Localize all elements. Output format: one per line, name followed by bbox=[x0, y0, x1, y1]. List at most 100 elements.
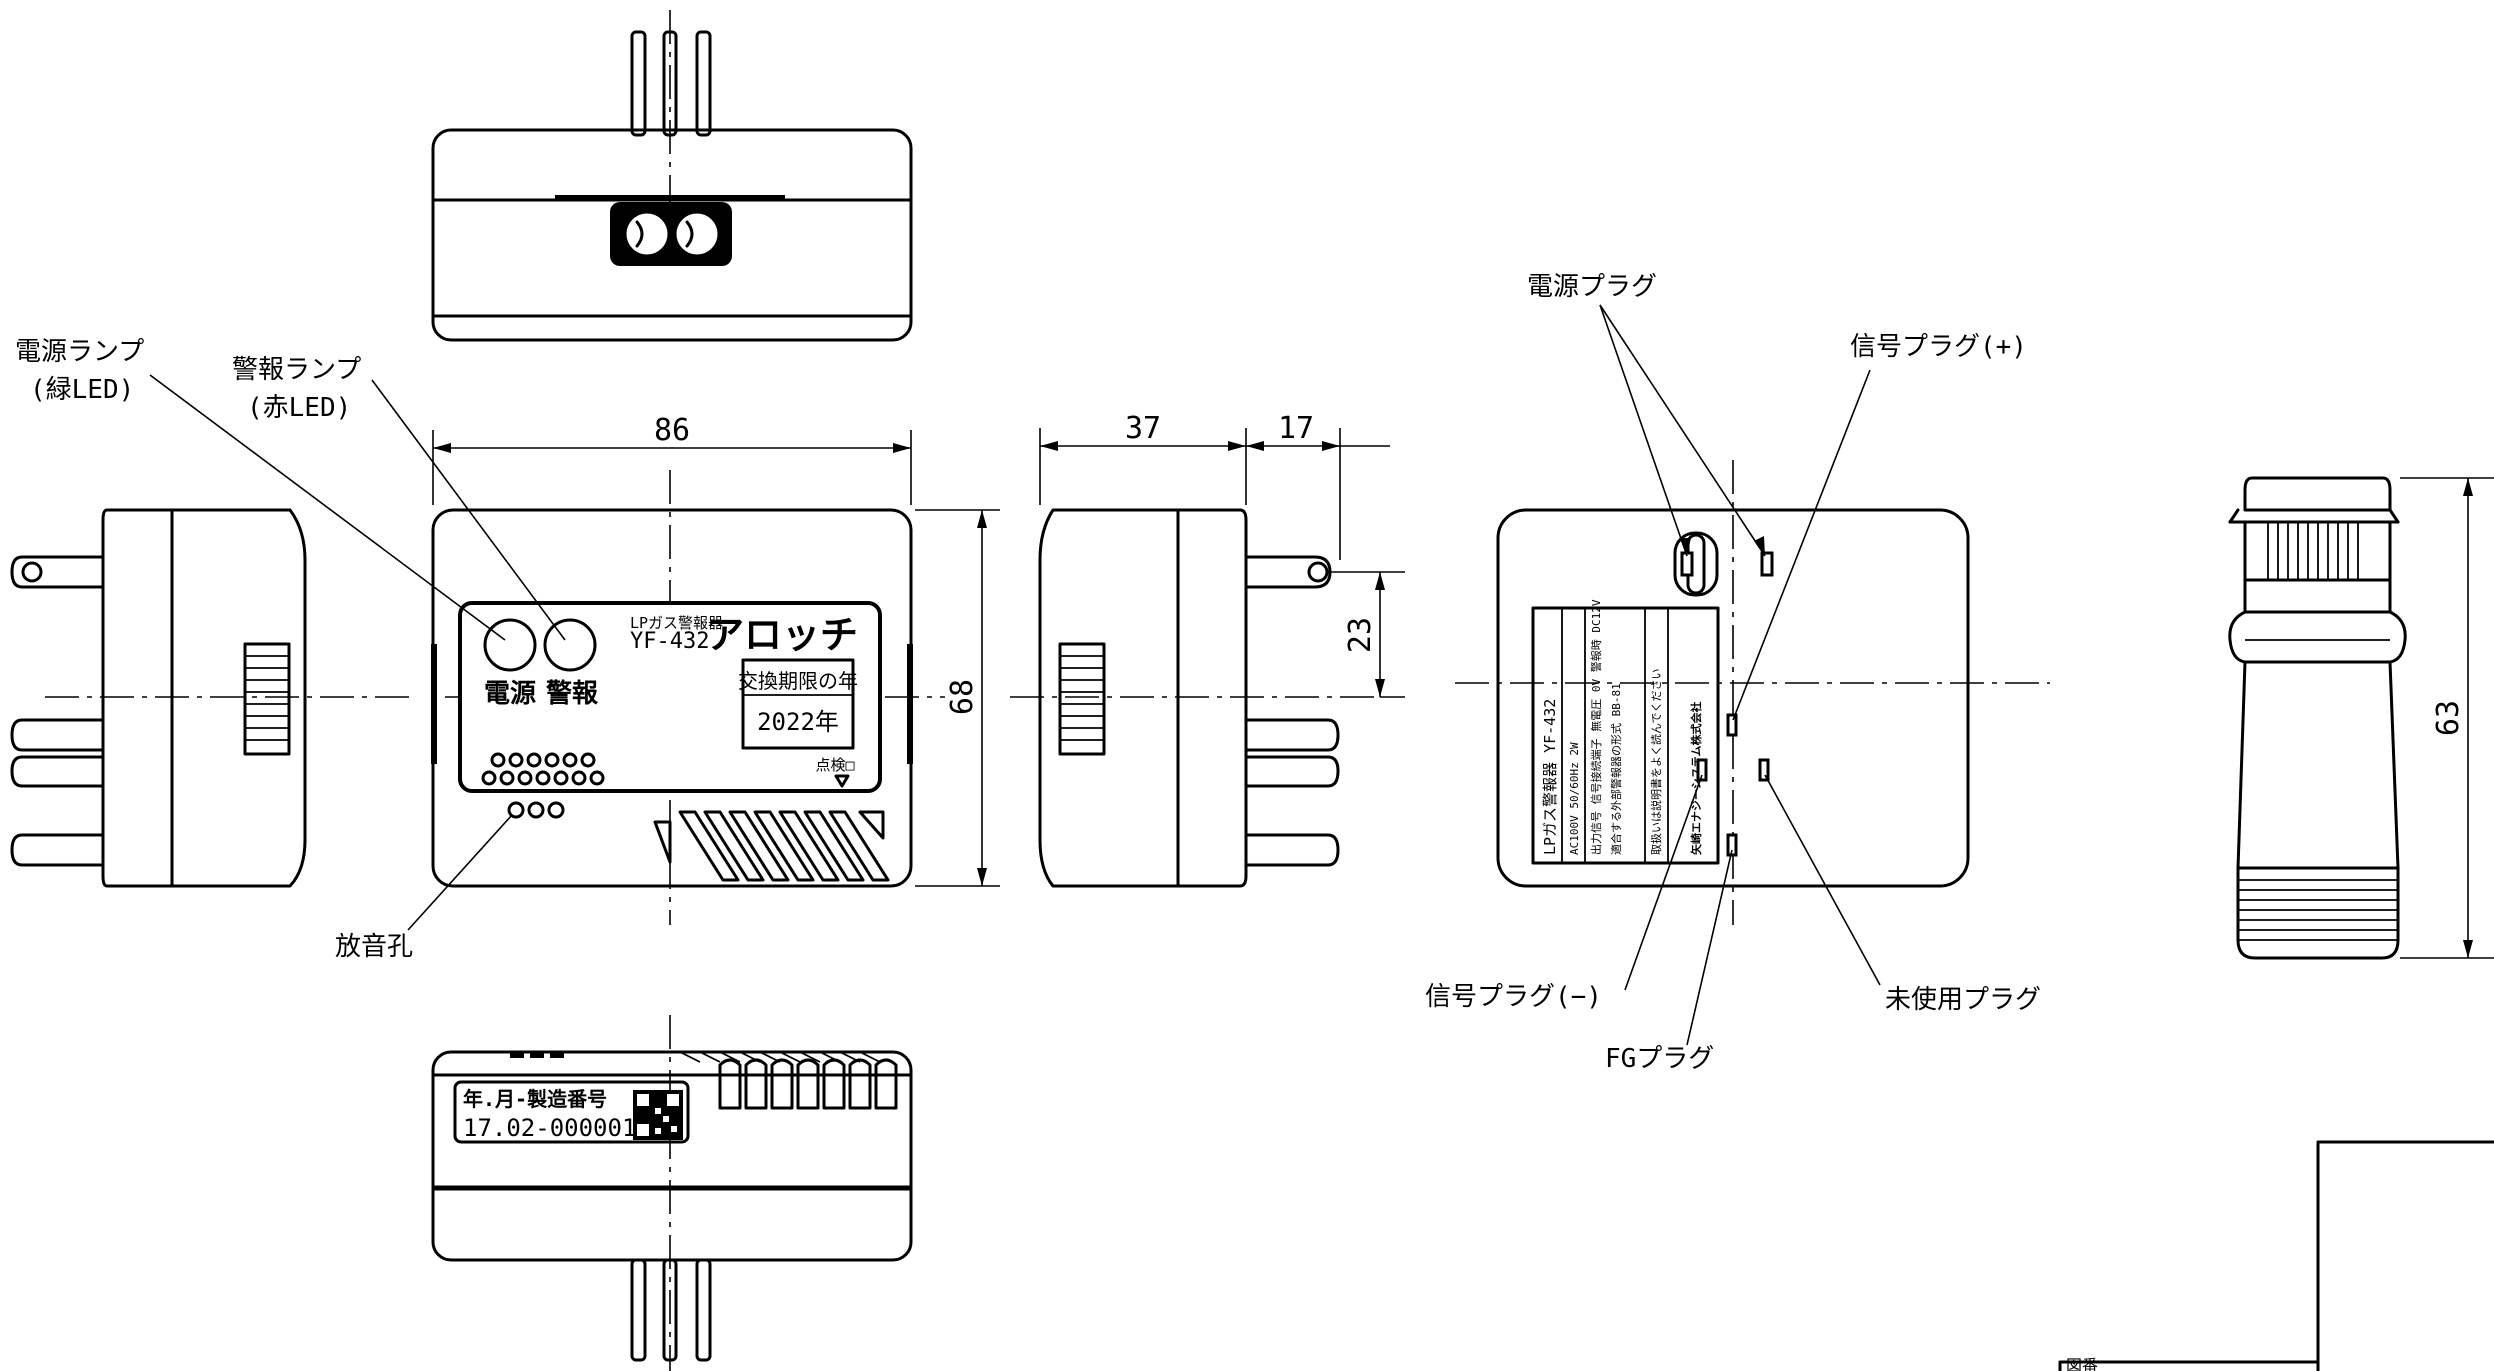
right-view-vent-block bbox=[1058, 642, 1106, 756]
bottom-plug-pin-right bbox=[695, 1258, 712, 1362]
rear-label-line6: 矢崎エナジーシステム株式会社 bbox=[1689, 702, 1703, 855]
power-plug-arrows bbox=[1680, 536, 1765, 556]
power-plug-left bbox=[1680, 551, 1694, 577]
left-view-pin-top bbox=[10, 555, 105, 589]
fg-plug bbox=[1726, 833, 1738, 857]
right-view-pin-mid-upper bbox=[1244, 718, 1340, 752]
right-view-pin-bottom bbox=[1244, 833, 1340, 867]
power-led-text: 電源 bbox=[484, 679, 536, 709]
front-panel bbox=[458, 601, 882, 793]
signal-plus-leader bbox=[1732, 369, 1871, 721]
alarm-led bbox=[543, 618, 597, 672]
manufacture-label-title: 年.月-製造番号 bbox=[463, 1087, 607, 1111]
unused-plug-label: 未使用プラグ bbox=[1885, 985, 2041, 1015]
plug-profile-view: 63 bbox=[2228, 476, 2494, 960]
front-view-edge-right bbox=[907, 644, 913, 764]
power-plug-right bbox=[1760, 551, 1774, 577]
sound-hole-leader bbox=[407, 814, 513, 931]
brand-logo: アロッチ bbox=[706, 613, 858, 657]
fg-plug-label: FGプラグ bbox=[1605, 1044, 1714, 1074]
dim-17-text: 17 bbox=[1278, 411, 1314, 446]
right-view-pin-top bbox=[1244, 555, 1332, 589]
rear-view-body bbox=[1496, 508, 1970, 888]
right-view-plug-base bbox=[1176, 508, 1248, 888]
expiry-box bbox=[741, 658, 855, 750]
title-block-frame bbox=[2316, 1140, 2494, 1371]
rear-view: LPガス警報器 YF-432 AC100V 50/60Hz 2W 出力信号 信号… bbox=[1455, 460, 2050, 925]
unused-plug bbox=[1758, 758, 1770, 782]
power-led bbox=[483, 618, 537, 672]
side-dimensions: 37 17 23 bbox=[1039, 411, 1405, 698]
top-plug-pin-left bbox=[630, 30, 647, 137]
signal-plug-plus bbox=[1726, 713, 1738, 737]
right-view-body bbox=[1038, 508, 1180, 888]
alarm-lamp-leader bbox=[371, 379, 566, 641]
rear-callouts: 電源プラグ 信号プラグ(+) 信号プラグ(−) FGプラグ 未使用プラグ bbox=[1425, 272, 2041, 1074]
front-product-line: LPガス警報器 bbox=[630, 614, 723, 632]
front-callouts: 電源ランプ (緑LED) 警報ランプ (赤LED) 放音孔 bbox=[15, 337, 566, 962]
right-view-pin-hole bbox=[1307, 561, 1329, 583]
rear-label-line5: 取扱いは説明書をよく読んでください bbox=[1649, 669, 1663, 855]
front-dimensions: 86 68 bbox=[432, 413, 1000, 887]
dim-63-text: 63 bbox=[2431, 700, 2466, 736]
front-view-edge-left bbox=[431, 644, 437, 764]
title-block-heading: 図番 bbox=[2066, 1356, 2098, 1371]
sound-hole-label: 放音孔 bbox=[335, 932, 413, 962]
dim-23-text: 23 bbox=[1343, 617, 1378, 653]
check-triangle bbox=[834, 774, 850, 788]
signal-plug-minus bbox=[1696, 758, 1708, 782]
rear-label-line2: AC100V 50/60Hz 2W bbox=[1568, 742, 1581, 855]
front-panel-vent-holes bbox=[481, 752, 605, 786]
left-view-vent-lines bbox=[245, 655, 289, 741]
top-plug-pin-right bbox=[695, 30, 712, 137]
left-view-pin-bottom bbox=[10, 833, 105, 867]
profile-neck bbox=[2243, 578, 2392, 614]
alarm-lamp-sublabel: (赤LED) bbox=[247, 393, 351, 423]
fg-plug-leader bbox=[1686, 849, 1733, 1046]
signal-plus-label: 信号プラグ(+) bbox=[1850, 332, 2027, 362]
left-view-plug-base bbox=[101, 508, 174, 888]
title-block: 図番 bbox=[2058, 1140, 2494, 1371]
top-view-body bbox=[431, 128, 913, 342]
profile-grip-lines bbox=[2267, 522, 2359, 580]
bottom-view: 年.月-製造番号 17.02-000001 bbox=[431, 1015, 913, 1371]
dim-37-text: 37 bbox=[1125, 411, 1161, 446]
left-view-pin-mid-lower bbox=[10, 755, 105, 788]
power-lamp-leader bbox=[149, 374, 506, 641]
power-plug-leader-right bbox=[1599, 304, 1766, 557]
profile-thread-section bbox=[2236, 866, 2400, 960]
top-view-connector-hole-right bbox=[673, 210, 721, 258]
expiry-year: 2022年 bbox=[757, 708, 839, 736]
check-text: 点検□ bbox=[815, 756, 854, 774]
title-block-cell bbox=[2058, 1360, 2320, 1371]
signal-minus-label: 信号プラグ(−) bbox=[1425, 982, 1602, 1012]
front-vent-slots bbox=[653, 810, 890, 882]
rear-view-label-dividers bbox=[1561, 608, 1669, 863]
top-plug-pin-center bbox=[662, 30, 678, 137]
alarm-lamp-label: 警報ランプ bbox=[232, 355, 361, 385]
manufacture-label-serial: 17.02-000001 bbox=[463, 1114, 636, 1142]
power-plug-leader-left bbox=[1599, 304, 1688, 557]
bottom-view-hatch bbox=[679, 1051, 881, 1063]
left-view-pin-hole bbox=[21, 561, 43, 583]
power-lamp-label: 電源ランプ bbox=[15, 337, 144, 367]
rear-view-label bbox=[1531, 606, 1720, 865]
bottom-plug-pin-center bbox=[662, 1258, 678, 1362]
top-view-connector-contacts bbox=[635, 220, 694, 248]
profile-cap-rim-sides bbox=[2228, 508, 2400, 524]
expiry-title: 交換期限の年 bbox=[738, 669, 858, 693]
unused-plug-leader bbox=[1764, 774, 1881, 986]
alarm-led-text: 警報 bbox=[546, 678, 599, 709]
left-view-vent-block bbox=[243, 642, 291, 756]
rear-label-line3: 出力信号 信号接続端子 無電圧 0V 警報時 DC12V bbox=[1589, 599, 1603, 855]
bottom-plug-pin-left bbox=[630, 1258, 647, 1362]
dim-86-text: 86 bbox=[654, 413, 690, 448]
signal-minus-leader bbox=[1624, 774, 1703, 991]
front-view: 電源 警報 LPガス警報器 YF-432 アロッチ 交換期限の年 2022年 点… bbox=[431, 470, 945, 925]
profile-thread-lines bbox=[2238, 879, 2398, 941]
rear-label-line4: 適合する外部警報器の形式 BB-81 bbox=[1609, 683, 1623, 855]
front-model: YF-432 bbox=[630, 629, 709, 654]
right-side-view bbox=[1010, 508, 1380, 888]
manufacture-label bbox=[453, 1080, 690, 1144]
profile-cap-top bbox=[2243, 476, 2392, 512]
